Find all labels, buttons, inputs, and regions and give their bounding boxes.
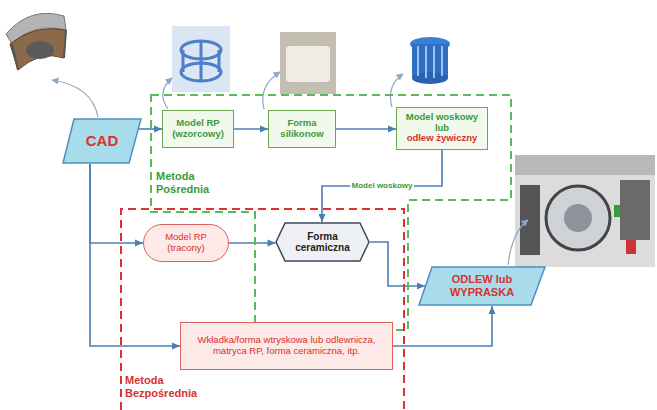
- arrow-head: [388, 126, 396, 133]
- arrow-head: [172, 343, 180, 350]
- arrow-head: [268, 240, 276, 247]
- outline-path: [63, 119, 141, 163]
- connector: [90, 164, 143, 247]
- leader-arrows-part: [52, 80, 98, 117]
- machine-photo-part: [564, 204, 592, 232]
- connector: [370, 242, 425, 290]
- outline-path: [276, 223, 369, 261]
- arrow-head: [154, 126, 162, 133]
- arrow-head: [417, 283, 425, 290]
- rp-model-photo-part: [183, 41, 219, 81]
- node-text: CAD: [86, 132, 119, 149]
- leader-arrows-part: [390, 74, 403, 107]
- silicone-mold-photo-part: [280, 32, 336, 94]
- node-text: Metoda Pośrednia: [156, 170, 220, 196]
- machine-photo-part: [614, 205, 620, 217]
- node-text: Wkładka/forma wtryskowa lub odlewnicza, …: [187, 335, 386, 357]
- silicone-mold-photo: [280, 32, 336, 94]
- wax-model-photo-part: [402, 30, 458, 92]
- hexagon-box: Forma ceramiczna: [275, 222, 370, 262]
- node-text: Model woskowy lub: [400, 112, 484, 134]
- machine-photo-part: [520, 185, 540, 255]
- arrow-head: [489, 306, 496, 314]
- machine-photo-part: [515, 155, 655, 175]
- wax-model-photo-part: [418, 46, 442, 78]
- connector: [319, 150, 443, 223]
- connector: [229, 240, 276, 247]
- silicone-mold-photo-part: [286, 46, 330, 82]
- arrow-head: [260, 126, 268, 133]
- leader-arrows-part: [163, 78, 172, 109]
- process-box: Wkładka/forma wtryskowa lub odlewnicza, …: [180, 322, 393, 370]
- connector-line: [336, 128, 396, 130]
- machine-photo: [515, 155, 655, 267]
- process-box: Model woskowy lubodlew żywiczny: [396, 107, 488, 150]
- node-text: Forma ceramiczna: [289, 231, 356, 254]
- connector-line: [322, 150, 442, 223]
- cad-render-part: [26, 41, 54, 59]
- edge-label: Model woskowy: [350, 182, 415, 191]
- node-text: ODLEW lub WYPRASKA: [436, 273, 528, 298]
- connector-line: [90, 164, 143, 243]
- outline-path: [419, 267, 545, 305]
- machine-photo-part: [626, 240, 636, 254]
- connector: [234, 126, 268, 133]
- method-region: Metoda Bezpośrednia Model RP (tracony) For…: [120, 208, 405, 410]
- rp-model-photo-part: [172, 26, 230, 92]
- leader-arrows: [52, 72, 528, 265]
- node-text: Model RP (wzorcowy): [166, 118, 230, 140]
- outline-path: [121, 209, 404, 410]
- arrow-head: [319, 214, 326, 222]
- machine-photo-part: [515, 155, 655, 267]
- arrow-head: [135, 240, 143, 247]
- process-box: Forma silikonow: [268, 110, 336, 148]
- node-text: Forma silikonow: [272, 118, 332, 140]
- connector-line: [370, 242, 425, 286]
- process-box: Model RP (wzorcowy): [162, 110, 234, 148]
- process-pill: Model RP (tracony): [143, 224, 229, 262]
- node-text: odlew żywiczny: [407, 133, 478, 144]
- cad-render: [6, 13, 66, 70]
- node-text: Model RP (tracony): [152, 232, 220, 254]
- connector: [336, 126, 396, 133]
- machine-photo-part: [546, 186, 610, 250]
- cad-render-part: [12, 30, 66, 70]
- rp-model-photo: [172, 26, 230, 92]
- start-parallelogram: CAD: [62, 118, 142, 164]
- machine-photo-part: [620, 180, 650, 240]
- cad-render-part: [10, 29, 66, 70]
- result-parallelogram: ODLEW lub WYPRASKA: [418, 266, 546, 306]
- wax-model-photo: [402, 30, 458, 92]
- leader-arrows-part: [508, 220, 528, 265]
- leader-arrows-part: [263, 72, 280, 109]
- node-text: Metoda Bezpośrednia: [125, 374, 215, 400]
